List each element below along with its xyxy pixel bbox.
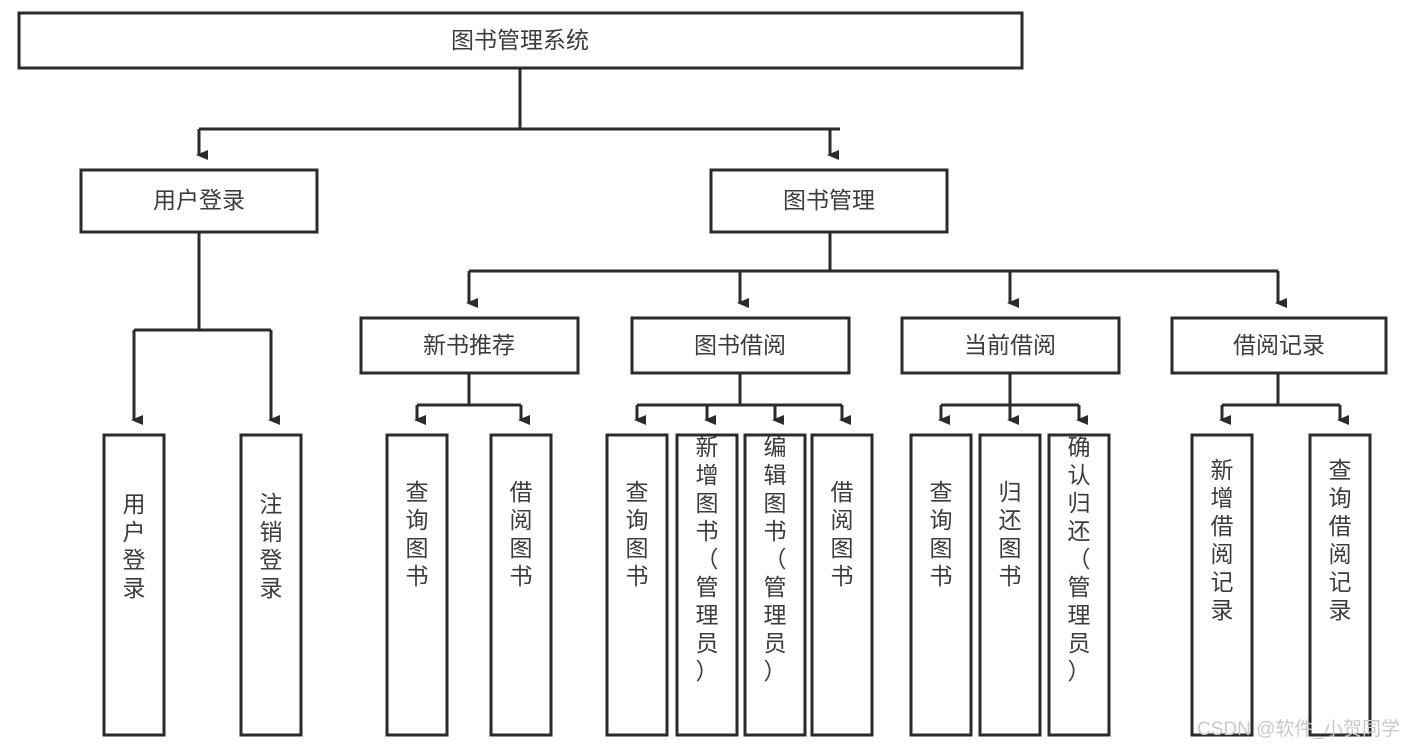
node-root-box xyxy=(17,11,1024,70)
node-root-label: 图书管理系统 xyxy=(451,27,589,53)
node-user-login-box xyxy=(79,168,319,234)
node-leaf-label: 新增借阅记录 xyxy=(1211,457,1234,623)
node-leaf-box xyxy=(978,433,1042,737)
node-leaf-newbook-query-book[interactable]: 查询图书 xyxy=(385,433,449,737)
node-leaf-bookborrow-borrow-book[interactable]: 借阅图书 xyxy=(810,433,874,737)
node-leaf-user-login-logout[interactable]: 注销登录 xyxy=(239,433,303,737)
node-leaf-box xyxy=(605,433,669,737)
connector-layer xyxy=(131,68,1349,425)
node-borrow-record-box xyxy=(1170,316,1388,375)
watermark-label: CSDN @软件_小贺同学 xyxy=(1197,718,1400,740)
node-leaf-currentborrow-confirm-return-admin[interactable]: 确认归还（管理员） xyxy=(1047,433,1111,737)
node-leaf-label: 用户登录 xyxy=(123,491,146,601)
node-book-management-label: 图书管理 xyxy=(783,187,875,213)
node-leaf-label: 借阅图书 xyxy=(510,479,533,589)
node-leaf-currentborrow-return-book[interactable]: 归还图书 xyxy=(978,433,1042,737)
node-leaf-label: 查询图书 xyxy=(930,479,953,589)
node-leaf-box xyxy=(675,433,739,737)
node-leaf-box xyxy=(1308,433,1372,737)
node-current-borrow-box xyxy=(900,316,1121,375)
node-new-book-recommend[interactable]: 新书推荐 xyxy=(359,316,580,375)
node-user-login[interactable]: 用户登录 xyxy=(79,168,319,234)
node-leaf-box xyxy=(102,433,166,737)
node-new-book-recommend-label: 新书推荐 xyxy=(423,332,515,358)
node-leaf-box xyxy=(385,433,449,737)
node-leaf-label: 归还图书 xyxy=(999,479,1022,589)
node-leaf-bookborrow-edit-book-admin[interactable]: 编辑图书（管理员） xyxy=(743,433,807,737)
node-book-management[interactable]: 图书管理 xyxy=(709,168,949,234)
node-leaf-label: 查询借阅记录 xyxy=(1329,457,1352,623)
node-leaf-box xyxy=(1190,433,1254,737)
node-leaf-box xyxy=(743,433,807,737)
node-leaf-label: 查询图书 xyxy=(626,479,649,589)
node-borrow-record-label: 借阅记录 xyxy=(1233,332,1325,358)
node-leaf-box xyxy=(1047,433,1111,737)
node-leaf-label: 借阅图书 xyxy=(831,479,854,589)
node-leaf-label: 确认归还（管理员） xyxy=(1068,434,1091,684)
node-leaf-newbook-borrow-book[interactable]: 借阅图书 xyxy=(489,433,553,737)
node-leaf-label: 注销登录 xyxy=(260,491,283,601)
node-leaf-box xyxy=(239,433,303,737)
node-user-login-label: 用户登录 xyxy=(153,187,245,213)
node-new-book-recommend-box xyxy=(359,316,580,375)
node-leaf-bookborrow-query-book[interactable]: 查询图书 xyxy=(605,433,669,737)
node-leaf-borrowrecord-add-record[interactable]: 新增借阅记录 xyxy=(1190,433,1254,737)
node-current-borrow[interactable]: 当前借阅 xyxy=(900,316,1121,375)
node-borrow-record[interactable]: 借阅记录 xyxy=(1170,316,1388,375)
node-book-borrow-label: 图书借阅 xyxy=(694,332,786,358)
node-leaf-currentborrow-query-book[interactable]: 查询图书 xyxy=(909,433,973,737)
node-root-book-management-system[interactable]: 图书管理系统 xyxy=(17,11,1024,70)
node-leaf-user-login-login[interactable]: 用户登录 xyxy=(102,433,166,737)
node-leaf-box xyxy=(810,433,874,737)
node-leaf-box xyxy=(489,433,553,737)
node-leaf-borrowrecord-query-record[interactable]: 查询借阅记录 xyxy=(1308,433,1372,737)
node-leaf-label: 查询图书 xyxy=(406,479,429,589)
node-book-borrow-box xyxy=(630,316,851,375)
node-leaf-label: 新增图书（管理员） xyxy=(696,434,719,684)
node-leaf-box xyxy=(909,433,973,737)
node-book-management-box xyxy=(709,168,949,234)
node-leaf-label: 编辑图书（管理员） xyxy=(764,434,787,684)
node-book-borrow[interactable]: 图书借阅 xyxy=(630,316,851,375)
node-current-borrow-label: 当前借阅 xyxy=(964,332,1056,358)
node-leaf-bookborrow-add-book-admin[interactable]: 新增图书（管理员） xyxy=(675,433,739,737)
